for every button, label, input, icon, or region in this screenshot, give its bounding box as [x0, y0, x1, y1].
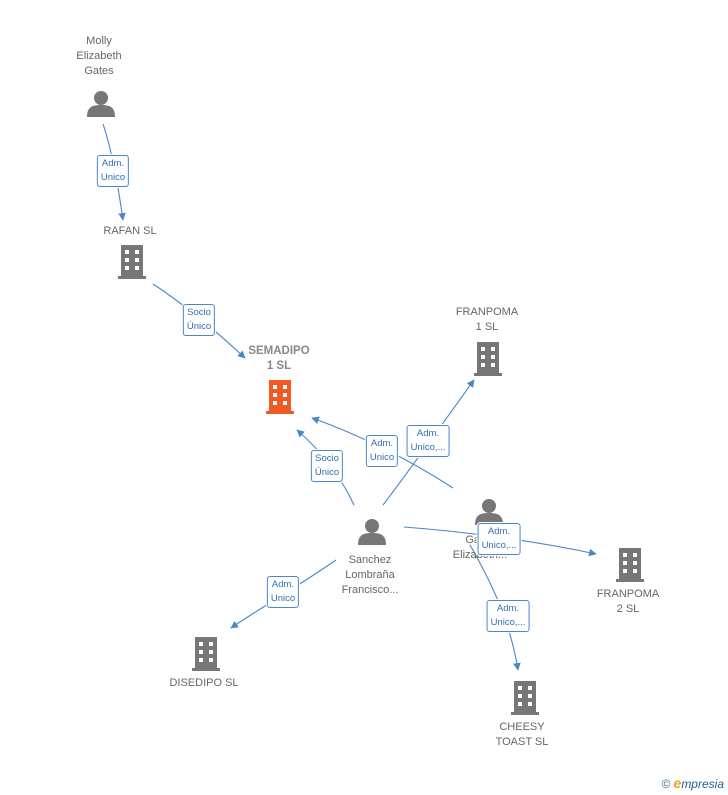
building-icon-highlighted[interactable] — [266, 380, 294, 414]
copyright-icon: © — [661, 777, 671, 791]
edge-label-adm-unico-more: Adm. Unico,... — [406, 425, 450, 457]
node-label-franpoma2[interactable]: FRANPOMA 2 SL — [596, 588, 660, 615]
edge-label-adm-unico: Adm. Unico — [96, 155, 130, 187]
node-label-cheesy[interactable]: CHEESY TOAST SL — [495, 721, 549, 748]
node-label-semadipo[interactable]: SEMADIPO 1 SL — [248, 345, 310, 372]
brand-logo-initial: e — [673, 775, 682, 791]
building-icon[interactable] — [616, 548, 644, 582]
building-icon[interactable] — [192, 637, 220, 671]
person-icon[interactable] — [87, 91, 115, 117]
node-label-sanchez[interactable]: Sanchez Lombraña Francisco... — [341, 554, 399, 596]
edge-label-adm-unico: Adm. Unico — [266, 576, 300, 608]
edge-label-socio-unico: Socio Único — [182, 304, 216, 336]
person-icon[interactable] — [475, 499, 503, 525]
building-icon[interactable] — [118, 245, 146, 279]
edge-label-adm-unico-more: Adm. Unico,... — [486, 600, 530, 632]
node-label-molly[interactable]: Molly Elizabeth Gates — [76, 35, 122, 77]
node-label-franpoma1[interactable]: FRANPOMA 1 SL — [455, 306, 519, 333]
node-label-rafan[interactable]: RAFAN SL — [103, 225, 157, 237]
edge-label-adm-unico: Adm. Unico — [365, 435, 399, 467]
person-icon[interactable] — [358, 519, 386, 545]
building-icon[interactable] — [474, 342, 502, 376]
brand-logo-text: mpresia — [681, 777, 724, 791]
footer-brand: ©empresia — [662, 775, 724, 791]
edge-label-socio-unico: Socio Único — [310, 450, 344, 482]
node-label-disedipo[interactable]: DISEDIPO SL — [169, 677, 239, 689]
edge-label-adm-unico-more: Adm. Unico,... — [477, 523, 521, 555]
building-icon[interactable] — [511, 681, 539, 715]
